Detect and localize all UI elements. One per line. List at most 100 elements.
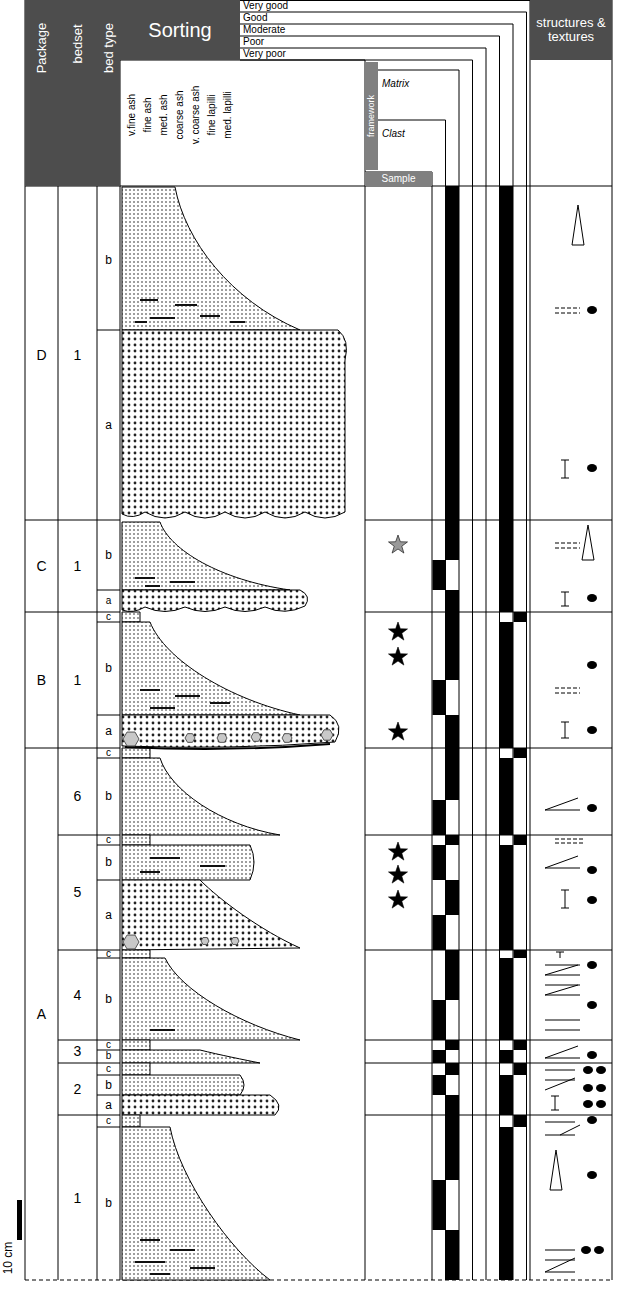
bedset-number: 1 — [74, 673, 82, 687]
bed-profile — [122, 880, 300, 950]
sample-star — [388, 535, 407, 553]
planar-lamination-symbols — [555, 308, 585, 843]
structures-header: structures & textures — [530, 0, 612, 60]
bed-profile — [122, 590, 308, 612]
accretionary-lapilli-dot — [587, 804, 597, 812]
sample-star — [388, 865, 407, 883]
scale-bar — [17, 1200, 22, 1240]
bed-profile — [122, 845, 254, 880]
bed-profile — [122, 622, 300, 715]
bed-profile — [122, 950, 150, 958]
accretionary-lapilli-dot — [581, 1246, 591, 1254]
grain-size-class: v. coarse ash — [191, 86, 201, 145]
bed-profile — [122, 522, 290, 590]
bed-type-letter: b — [106, 1051, 112, 1061]
package-letter: A — [37, 1007, 46, 1021]
lithic-clast — [282, 734, 292, 743]
bedset-number: 5 — [74, 885, 82, 899]
accretionary-lapilli-dot — [583, 1084, 593, 1092]
lithic-clast — [185, 734, 195, 743]
accretionary-lapilli-dot — [583, 1066, 593, 1074]
laminations — [135, 300, 245, 1274]
sample-star — [388, 842, 407, 860]
accretionary-lapilli-dot — [587, 896, 597, 904]
erosional-base — [125, 744, 330, 749]
bed-profile — [122, 1050, 260, 1063]
bed-profile — [122, 835, 150, 845]
bed-type-letter: b — [105, 1079, 112, 1091]
bed-type-letter: a — [106, 596, 112, 606]
bed-profile — [122, 715, 339, 747]
accretionary-lapilli-dot — [587, 1171, 597, 1179]
package-letter: B — [37, 673, 46, 687]
bedset-number: 3 — [74, 1044, 82, 1058]
package-letter: C — [36, 559, 46, 573]
sorting-class: Very good — [243, 1, 288, 11]
matrix-sorting-bars — [433, 186, 460, 1280]
bed-type-letter: c — [106, 1116, 111, 1126]
sorting-leaders — [240, 12, 527, 1280]
bed-profile — [122, 748, 150, 758]
bed-type-letter: a — [105, 1099, 112, 1111]
framework-part: Matrix — [382, 79, 409, 89]
bed-profile — [122, 1040, 150, 1050]
grain-size-class: med. ash — [159, 94, 169, 135]
bedset-number: 1 — [74, 348, 82, 362]
accretionary-lapilli-dot — [587, 866, 597, 874]
grain-size-class: med. lapilli — [223, 91, 233, 138]
bed-profile — [122, 758, 280, 835]
accretionary-lapilli-dot — [587, 1051, 597, 1059]
sorting-class: Poor — [243, 37, 264, 47]
lithic-clast — [321, 730, 333, 740]
lithic-clast — [123, 935, 139, 949]
accretionary-lapilli-dot — [587, 306, 597, 314]
lithic-clast — [123, 732, 139, 746]
bed-type-letter: c — [106, 1040, 111, 1050]
grain-size-class: v.fine ash — [127, 94, 137, 136]
bed-profile — [122, 1115, 140, 1127]
bed-type-letter: b — [105, 662, 112, 674]
column-heading: structures & textures — [534, 16, 608, 43]
bed-profile — [122, 1127, 270, 1280]
grain-size-class: fine lapilli — [207, 94, 217, 135]
sorting-class: Very poor — [243, 49, 286, 59]
bed-type-letter: c — [106, 612, 111, 622]
bed-profile — [122, 1075, 244, 1095]
sample-header: Sample — [365, 172, 432, 186]
sample-star — [388, 722, 407, 740]
bed-type-letter: b — [105, 549, 112, 561]
bed-type-letter: b — [105, 1197, 112, 1209]
accretionary-lapilli-dot — [587, 961, 597, 969]
sorting-class: Moderate — [243, 25, 285, 35]
bed-type-letter: b — [105, 254, 112, 266]
bedset-number: 2 — [74, 1082, 82, 1096]
accretionary-lapilli-dot — [596, 1084, 606, 1092]
grain-size-class: fine ash — [143, 97, 153, 132]
framework-header: framework — [365, 62, 378, 170]
sorting-header: Sorting — [120, 0, 240, 60]
bed-profile — [122, 1063, 150, 1075]
base-line — [25, 1280, 612, 1281]
bed-type-letter: c — [106, 748, 111, 758]
bedset-number: 4 — [74, 988, 82, 1002]
column-heading: bed type — [102, 23, 116, 73]
bed-type-letter: c — [106, 949, 111, 959]
bed-profile — [122, 330, 346, 518]
accretionary-lapilli-dot — [587, 464, 597, 472]
bedset-header: bedset — [58, 0, 97, 186]
bedset-number: 1 — [74, 559, 82, 573]
sorting-class: Good — [243, 13, 267, 23]
bed-type-letter: a — [105, 725, 112, 737]
grain-size-class: coarse ash — [175, 91, 185, 140]
bed-type-letter: a — [105, 909, 112, 921]
sample-star — [388, 647, 407, 665]
accretionary-lapilli-dot — [594, 1246, 604, 1254]
bedset-number: 6 — [74, 789, 82, 803]
bed-profile — [122, 958, 300, 1040]
bed-profile — [122, 1095, 279, 1115]
accretionary-lapilli-dot — [587, 1116, 597, 1124]
bed-type-letter: c — [106, 1064, 111, 1074]
accretionary-lapilli-dot — [596, 1066, 606, 1074]
framework-part: Clast — [382, 129, 405, 139]
